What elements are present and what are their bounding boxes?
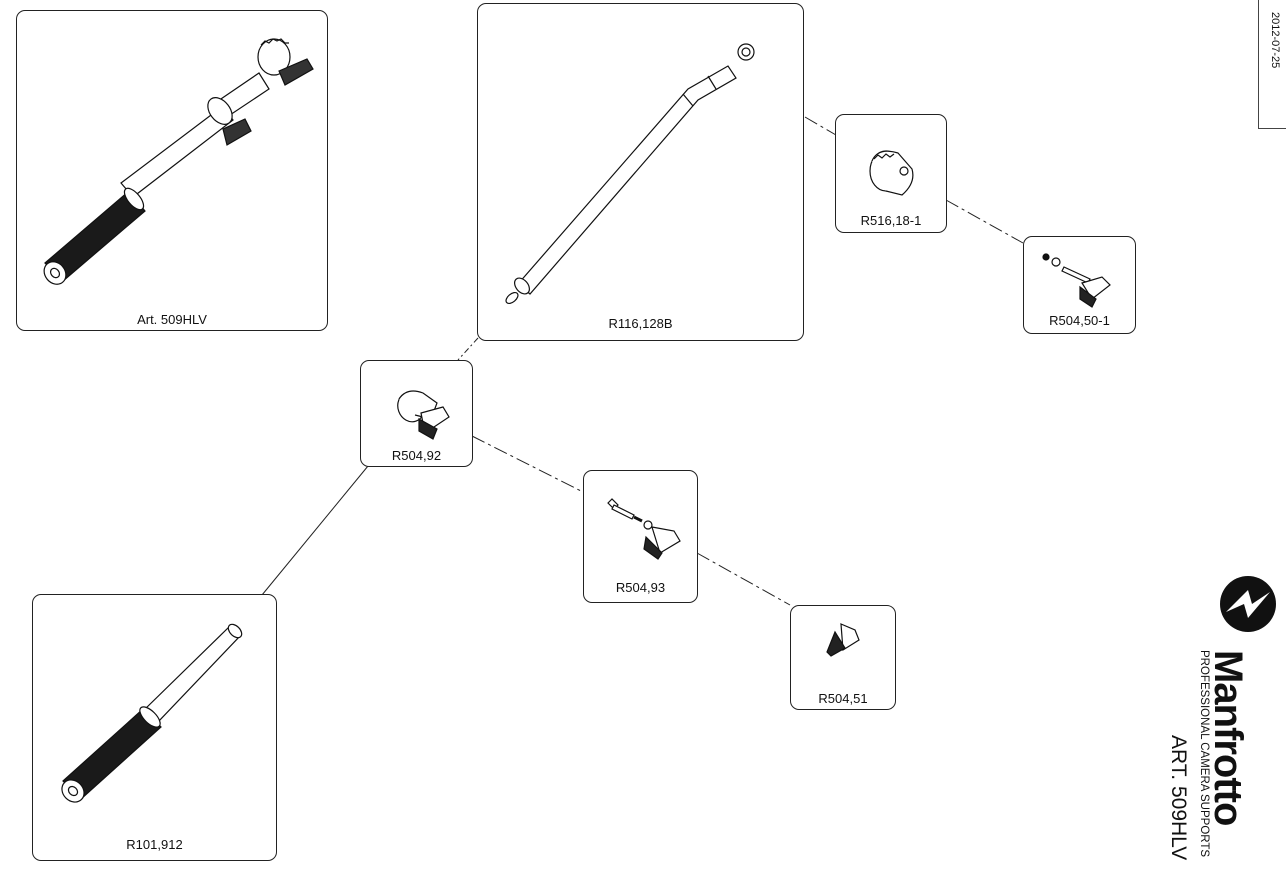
connector-tube-clamp bbox=[804, 116, 837, 136]
part-box-screw-lever[interactable]: R504,93 bbox=[583, 470, 698, 603]
clamp-ring-icon bbox=[869, 150, 914, 196]
grip-handle-icon bbox=[61, 623, 243, 803]
part-box-clamp-lever[interactable]: R504,92 bbox=[360, 360, 473, 467]
part-code-label: R116,128B bbox=[608, 316, 673, 331]
part-code-label: R504,93 bbox=[615, 580, 666, 595]
part-code-label: R504,51 bbox=[818, 691, 868, 706]
clamp-with-lever-icon bbox=[397, 390, 450, 440]
part-box-grip[interactable]: R101,912 bbox=[32, 594, 277, 861]
connector-clamplever-grip bbox=[261, 465, 369, 596]
part-box-tube[interactable]: R116,128B bbox=[477, 3, 804, 341]
screw-spring-lever-icon bbox=[607, 498, 681, 560]
connector-screw-lever bbox=[696, 552, 791, 606]
date-label: 2012-07-25 bbox=[1269, 12, 1281, 69]
connector-clamplever-screw bbox=[471, 435, 584, 493]
part-code-label: Art. 509HLV bbox=[137, 312, 207, 327]
date-box bbox=[1258, 0, 1286, 129]
part-code-label: R516,18-1 bbox=[860, 213, 922, 228]
article-number: ART. 509HLV bbox=[1167, 735, 1190, 861]
part-code-label: R504,92 bbox=[391, 448, 442, 463]
brand-wordmark: Manfrotto bbox=[1206, 650, 1250, 826]
lever-icon bbox=[826, 623, 860, 657]
connector-tube-clamplever bbox=[457, 337, 479, 361]
part-code-label: R504,50-1 bbox=[1049, 313, 1110, 328]
connector-clamp-lever bbox=[945, 199, 1024, 244]
brand-tagline: PROFESSIONAL CAMERA SUPPORTS bbox=[1198, 650, 1210, 858]
full-handle-assembly-icon bbox=[43, 38, 314, 285]
manfrotto-logo-icon bbox=[1220, 576, 1276, 632]
lever-with-screw-icon bbox=[1042, 253, 1111, 308]
part-box-lever-kit[interactable]: R504,50-1 bbox=[1023, 236, 1136, 334]
part-code-label: R101,912 bbox=[126, 837, 183, 852]
bent-tube-icon bbox=[505, 43, 755, 305]
part-box-lever[interactable]: R504,51 bbox=[790, 605, 896, 710]
part-box-assembly[interactable]: Art. 509HLV bbox=[16, 10, 328, 331]
part-box-clamp[interactable]: R516,18-1 bbox=[835, 114, 947, 233]
